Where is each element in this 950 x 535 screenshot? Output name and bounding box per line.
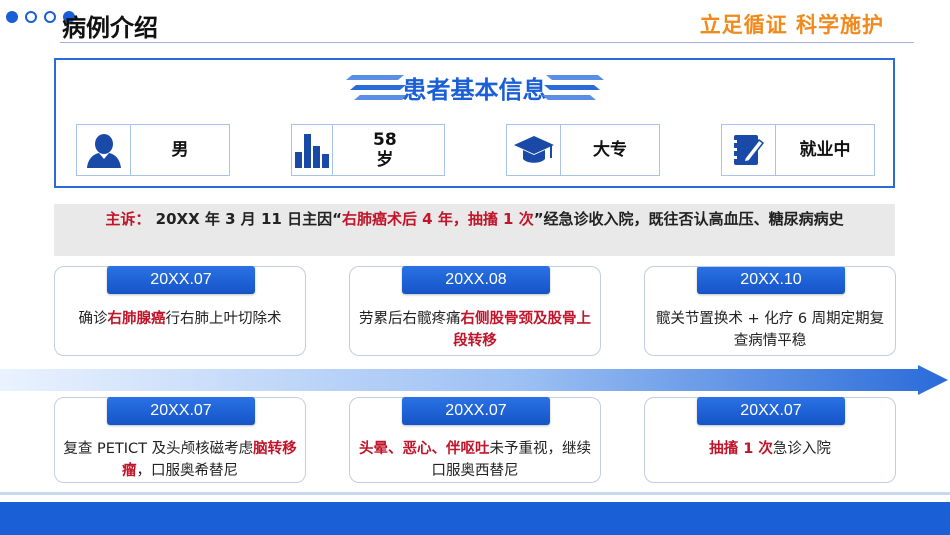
event-date: 20XX.07 [107, 266, 255, 294]
age-value: 58岁 [373, 130, 397, 170]
timeline-event: 20XX.07 头晕、恶心、伴呕吐未予重视，继续口服奥西替尼 [349, 397, 601, 483]
slogan: 立足循证 科学施护 [699, 13, 884, 37]
header-divider [60, 42, 914, 43]
event-description: 头晕、恶心、伴呕吐未予重视，继续口服奥西替尼 [359, 441, 591, 479]
dot-ring [25, 11, 37, 23]
event-date: 20XX.08 [402, 266, 550, 294]
info-card-age: 58岁 [291, 124, 445, 176]
info-card-employment: 就业中 [721, 124, 875, 176]
graduation-cap-icon [507, 125, 561, 175]
complaint-text-before: 20XX 年 3 月 11 日主因“ [150, 210, 342, 228]
info-card-gender: 男 [76, 124, 230, 176]
patient-info-panel: 患者基本信息 男 58岁 [54, 58, 895, 188]
event-date: 20XX.07 [402, 397, 550, 425]
decorative-stripes-right-icon [542, 75, 604, 100]
dot-ring [44, 11, 56, 23]
event-date: 20XX.10 [697, 267, 845, 294]
timeline-event: 20XX.10 髋关节置换术 + 化疗 6 周期定期复查病情平稳 [644, 266, 896, 356]
page-title: 病例介绍 [62, 14, 158, 42]
complaint-text-after: ”经急诊收入院，既往否认高血压、糖尿病病史 [533, 210, 844, 228]
dot-filled [6, 11, 18, 23]
education-value: 大专 [593, 140, 627, 160]
gender-value: 男 [171, 140, 189, 160]
timeline-event: 20XX.07 抽搐 1 次急诊入院 [644, 397, 896, 483]
timeline-event: 20XX.08 劳累后右髋疼痛右侧股骨颈及股骨上段转移 [349, 266, 601, 356]
header-dots [6, 11, 75, 23]
event-description: 抽搐 1 次急诊入院 [709, 441, 831, 457]
event-date: 20XX.07 [697, 397, 845, 425]
bar-chart-icon [292, 125, 333, 175]
event-description: 复查 PETICT 及头颅核磁考虑脑转移瘤，口服奥希替尼 [63, 441, 297, 479]
person-icon [77, 125, 131, 175]
event-date: 20XX.07 [107, 397, 255, 425]
dot-filled [63, 11, 75, 23]
complaint-label: 主诉： [105, 210, 151, 228]
employment-value: 就业中 [799, 140, 851, 160]
footer-divider [0, 492, 950, 495]
timeline-event: 20XX.07 复查 PETICT 及头颅核磁考虑脑转移瘤，口服奥希替尼 [54, 397, 306, 483]
timeline-arrow-icon [0, 365, 948, 395]
chief-complaint: 主诉： 20XX 年 3 月 11 日主因“右肺癌术后 4 年，抽搐 1 次”经… [54, 204, 895, 256]
event-description: 确诊右肺腺癌行右肺上叶切除术 [78, 311, 282, 327]
timeline-event: 20XX.07 确诊右肺腺癌行右肺上叶切除术 [54, 266, 306, 356]
patient-info-heading: 患者基本信息 [402, 76, 547, 104]
footer-bar [0, 502, 950, 535]
decorative-stripes-left-icon [346, 75, 408, 100]
info-card-education: 大专 [506, 124, 660, 176]
notepad-pen-icon [722, 125, 776, 175]
event-description: 劳累后右髋疼痛右侧股骨颈及股骨上段转移 [359, 311, 591, 349]
event-description: 髋关节置换术 + 化疗 6 周期定期复查病情平稳 [655, 311, 885, 349]
complaint-highlight: 右肺癌术后 4 年，抽搐 1 次 [341, 210, 534, 228]
